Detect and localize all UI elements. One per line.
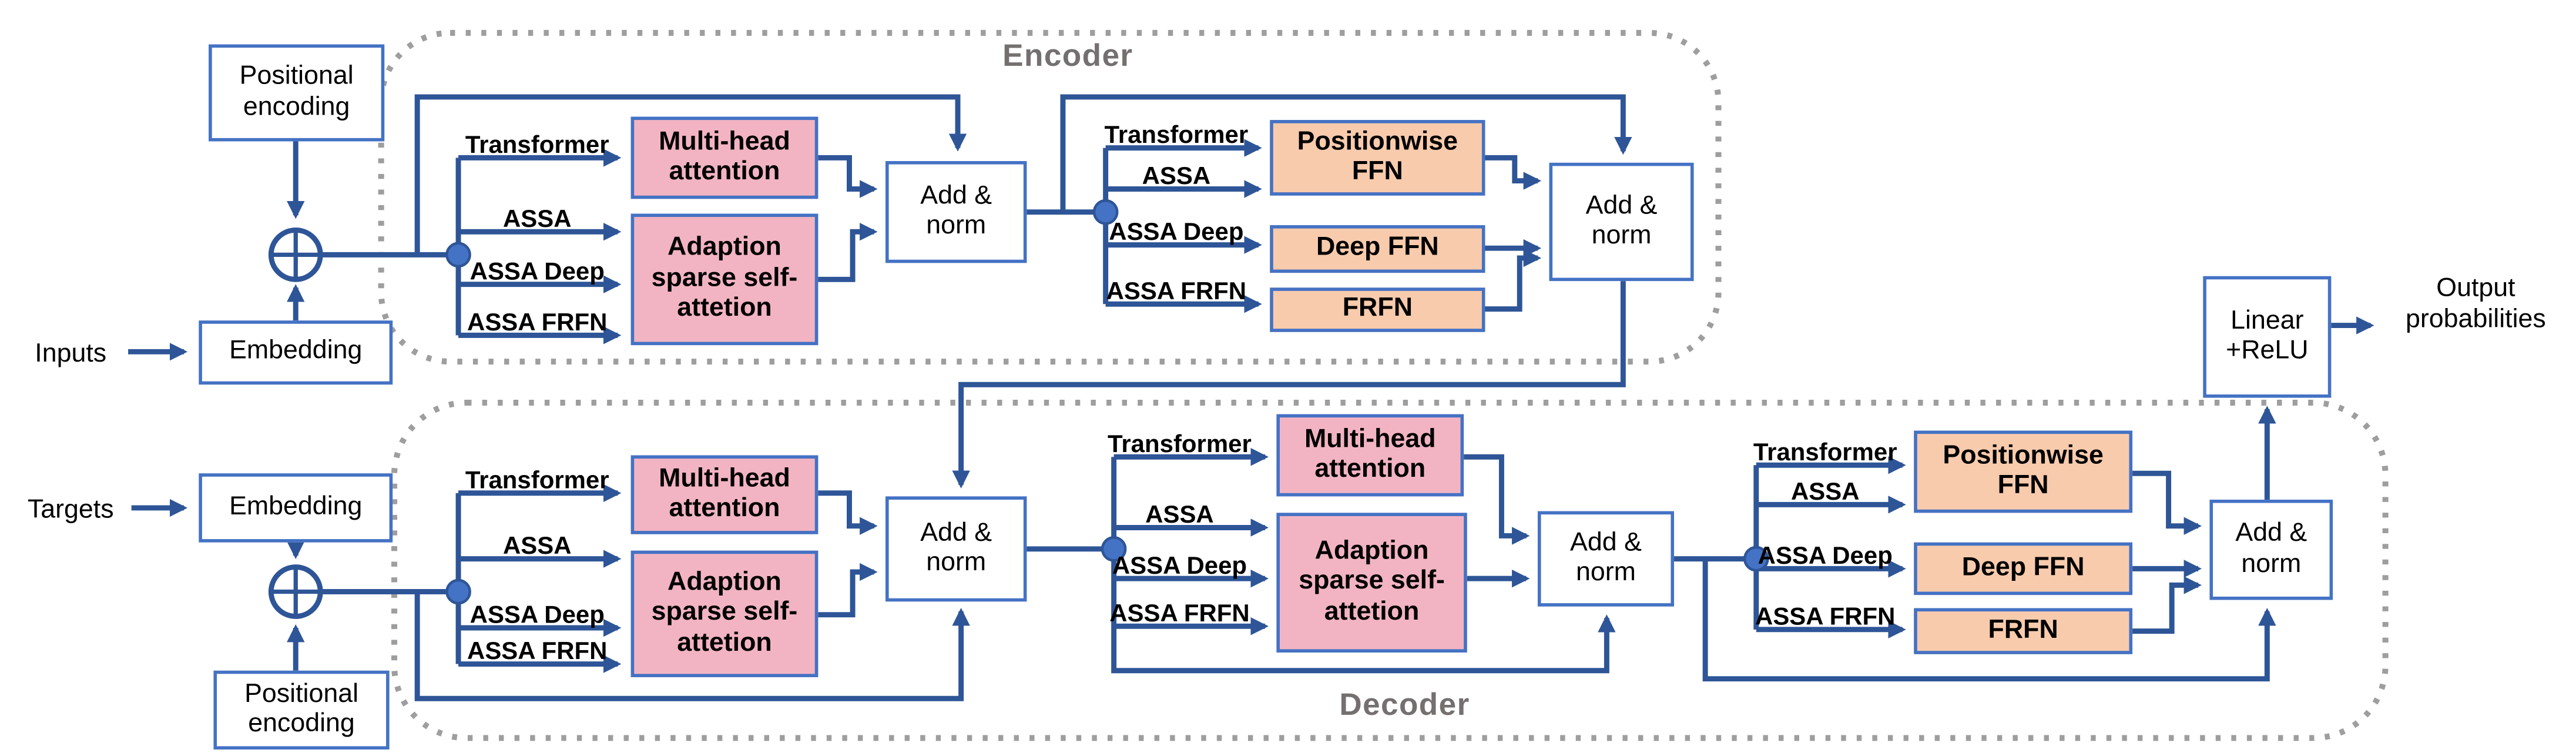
decoder-region-title: Decoder xyxy=(1339,688,1470,724)
branch-label-assa-frfn-d3: ASSA FRFN xyxy=(1755,603,1896,631)
connector-d2-trunk-and-residual xyxy=(1111,457,1616,674)
connector-d3-residual-bottom xyxy=(1702,558,2276,682)
branch-label-assa-deep-e1: ASSA Deep xyxy=(469,257,605,286)
branch-label-assa-frfn-e1: ASSA FRFN xyxy=(467,309,608,337)
box-positional-encoding-decoder: Positional encoding xyxy=(213,670,390,750)
box-embedding-decoder: Embedding xyxy=(199,473,393,543)
branch-label-transformer-d2: Transformer xyxy=(1108,430,1252,459)
box-add-norm-decoder-3: Add & norm xyxy=(2209,499,2333,600)
box-adaption-sparse-self-attention-encoder: Adaption sparse self-attetion xyxy=(630,213,819,346)
decoder-attention2-wires xyxy=(1111,448,1756,674)
box-deep-ffn-encoder: Deep FFN xyxy=(1270,225,1485,273)
branch-label-assa-e2: ASSA xyxy=(1142,162,1211,191)
junction-dot-d1 xyxy=(445,578,471,605)
output-probabilities-label: Output probabilities xyxy=(2406,274,2546,334)
decoder-ffn-wires xyxy=(1702,316,2374,682)
junction-dot-e1 xyxy=(445,242,471,268)
box-deep-ffn-decoder: Deep FFN xyxy=(1914,542,2133,596)
branch-label-assa-frfn-e2: ASSA FRFN xyxy=(1106,277,1247,306)
branch-label-transformer-e2: Transformer xyxy=(1104,121,1249,150)
branch-label-assa-d1: ASSA xyxy=(502,532,572,561)
box-embedding-encoder: Embedding xyxy=(199,320,393,385)
encoder-region-title: Encoder xyxy=(1002,39,1133,74)
box-multi-head-attention-decoder-2: Multi-head attention xyxy=(1276,414,1464,497)
encoder-ffn-wires xyxy=(952,94,1632,489)
branch-label-assa-deep-e2: ASSA Deep xyxy=(1109,218,1244,247)
connector-e1-mha-out xyxy=(818,155,878,198)
box-add-norm-decoder-2: Add & norm xyxy=(1537,511,1675,607)
branch-label-assa-frfn-d2: ASSA FRFN xyxy=(1109,600,1250,628)
decoder-attention1-wires xyxy=(414,484,1114,701)
branch-label-assa-d2: ASSA xyxy=(1145,501,1214,530)
connector-encoder-to-decoder xyxy=(952,281,1626,489)
branch-label-assa-e1: ASSA xyxy=(502,205,572,234)
box-positionwise-ffn-decoder: Positionwise FFN xyxy=(1914,430,2133,513)
box-adaption-sparse-self-attention-decoder-1: Adaption sparse self-attetion xyxy=(630,550,819,677)
branch-label-transformer-e1: Transformer xyxy=(465,131,609,160)
junction-dot-e2 xyxy=(1092,199,1119,225)
junction-dot-d2 xyxy=(1101,536,1127,562)
plus-circle-icon-decoder xyxy=(268,564,323,619)
branch-label-assa-frfn-d1: ASSA FRFN xyxy=(467,637,608,666)
connector-d2-mha-out xyxy=(1464,454,1530,545)
box-add-norm-encoder-1: Add & norm xyxy=(885,160,1027,263)
connector-d1-mha-out xyxy=(818,490,878,535)
connector-e1-assa-out xyxy=(818,223,878,282)
junction-dot-d3 xyxy=(1743,546,1769,572)
box-linear-relu: Linear +ReLU xyxy=(2203,276,2332,398)
connector-d3-pffn-out xyxy=(2132,470,2202,535)
encoder-attention-wires xyxy=(414,94,1106,344)
plus-circle-icon-encoder xyxy=(268,227,323,282)
connector-d1-residual-bottom xyxy=(414,591,970,701)
connector-e2-residual-top xyxy=(1060,94,1632,212)
connector-d3-frfn-out xyxy=(2132,576,2202,634)
connector-e1-residual-top xyxy=(414,94,967,255)
decoder-input-wires xyxy=(131,499,459,671)
box-multi-head-attention-decoder-1: Multi-head attention xyxy=(630,455,819,534)
connector-e2-frfn-out xyxy=(1485,249,1542,312)
decoder-region-outline xyxy=(391,399,2389,741)
branch-label-transformer-d3: Transformer xyxy=(1753,439,1897,467)
box-add-norm-encoder-2: Add & norm xyxy=(1549,162,1694,282)
box-frfn-encoder: FRFN xyxy=(1270,287,1485,332)
box-multi-head-attention-encoder: Multi-head attention xyxy=(630,116,819,199)
branch-label-assa-deep-d1: ASSA Deep xyxy=(469,601,605,630)
branch-label-assa-d3: ASSA xyxy=(1790,478,1860,507)
box-adaption-sparse-self-attention-decoder-2: Adaption sparse self-attetion xyxy=(1276,513,1467,653)
connector-d1-assa-out xyxy=(818,563,878,618)
targets-label: Targets xyxy=(27,496,114,524)
box-frfn-decoder: FRFN xyxy=(1914,608,2133,654)
branch-label-assa-deep-d3: ASSA Deep xyxy=(1757,542,1893,571)
branch-label-assa-deep-d2: ASSA Deep xyxy=(1112,552,1247,580)
connector-e2-pffn-out xyxy=(1485,155,1542,190)
box-positional-encoding-encoder: Positional encoding xyxy=(209,44,385,142)
box-positionwise-ffn-encoder: Positionwise FFN xyxy=(1270,120,1485,196)
inputs-label: Inputs xyxy=(35,340,107,369)
encoder-input-wires xyxy=(128,141,459,361)
branch-label-transformer-d1: Transformer xyxy=(465,467,609,495)
box-add-norm-decoder-1: Add & norm xyxy=(885,496,1027,602)
